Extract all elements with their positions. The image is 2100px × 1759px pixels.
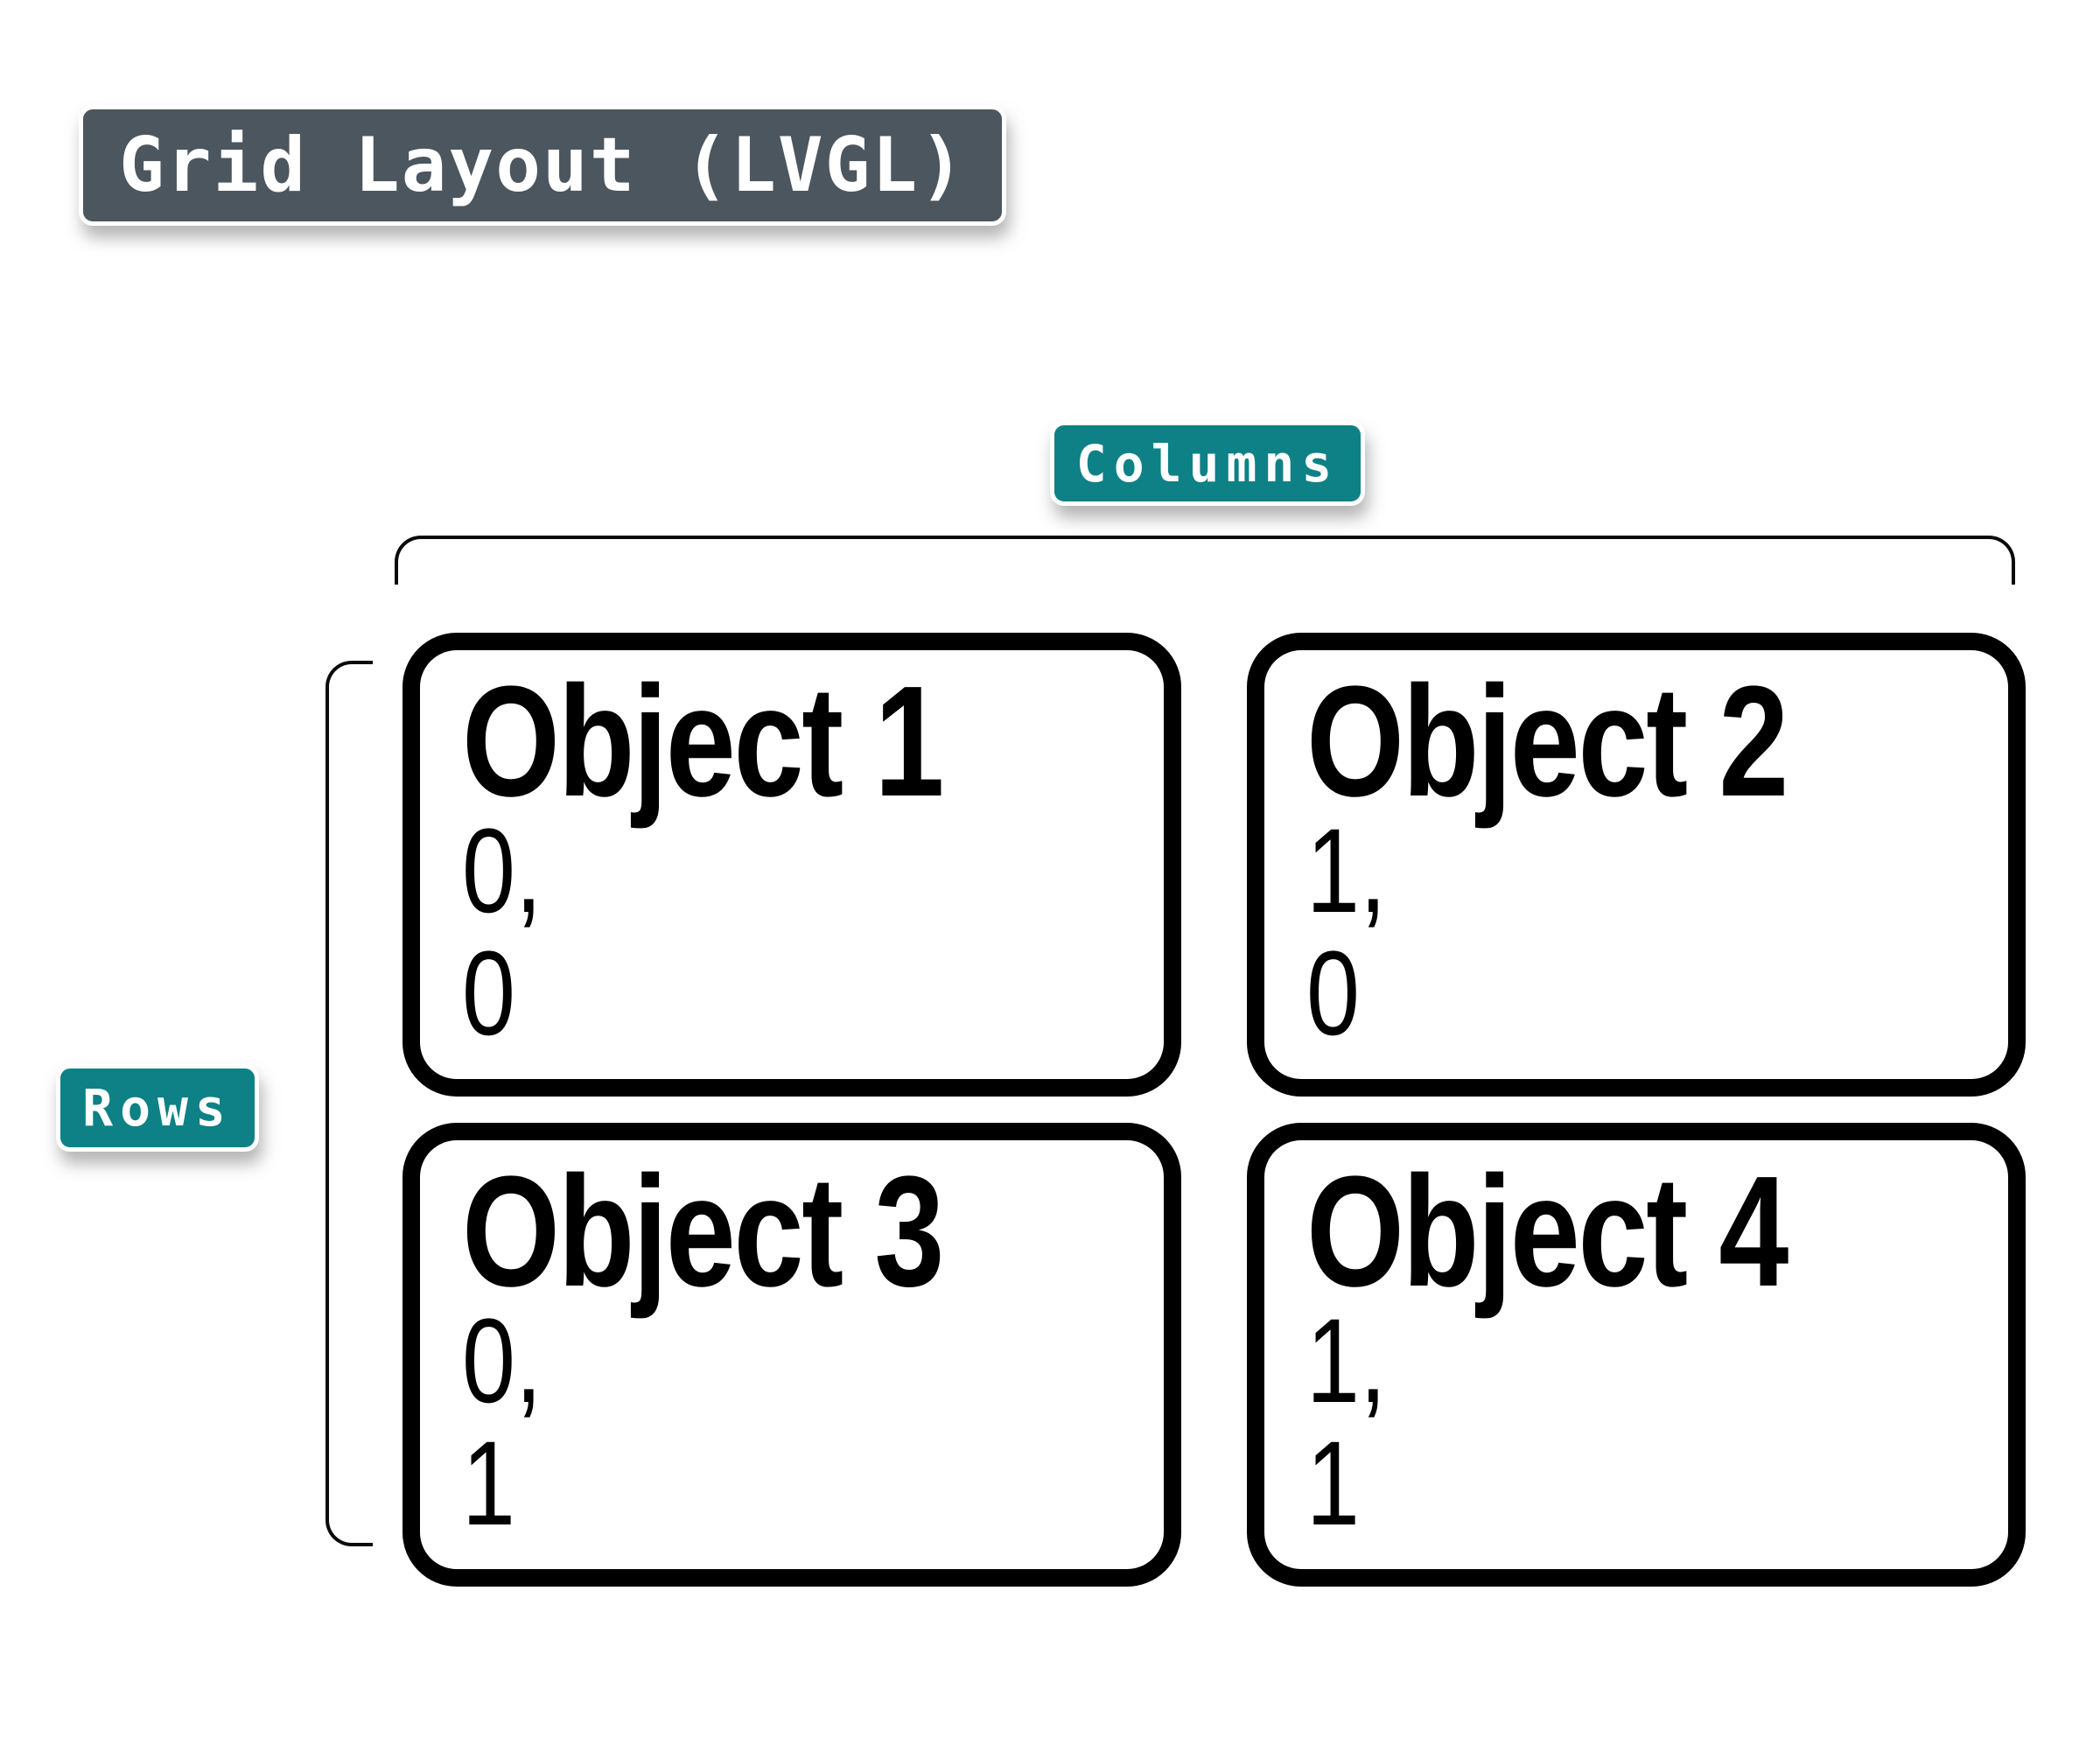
grid-cell-object-2: Object 2 1, 0	[1247, 633, 2026, 1097]
object-row-index: 1	[1306, 1417, 1360, 1552]
columns-label: Columns	[1075, 433, 1340, 494]
object-title: Object 3	[462, 1144, 944, 1320]
object-row-index: 0	[1306, 927, 1360, 1062]
object-col-index: 1,	[1306, 1294, 1387, 1429]
object-col-index: 0,	[462, 1294, 542, 1429]
diagram-title: Grid Layout (LVGL)	[119, 122, 966, 209]
object-col-index: 0,	[462, 804, 542, 939]
object-row-index: 0	[462, 927, 515, 1062]
object-row-index: 1	[462, 1417, 515, 1552]
object-col-index: 1,	[1306, 804, 1387, 939]
object-coordinates: 0, 0	[462, 810, 1146, 1055]
grid-cell-text: Object 1 0, 0	[462, 661, 1146, 1055]
columns-label-badge: Columns	[1050, 421, 1365, 506]
object-coordinates: 0, 1	[462, 1300, 1146, 1545]
object-coordinates: 1, 0	[1306, 810, 1991, 1055]
object-coordinates: 1, 1	[1306, 1300, 1991, 1545]
rows-bracket	[326, 661, 373, 1546]
grid-cell-object-1: Object 1 0, 0	[402, 633, 1181, 1097]
diagram-title-badge: Grid Layout (LVGL)	[79, 105, 1006, 226]
rows-label: Rows	[82, 1078, 233, 1138]
object-title: Object 1	[462, 654, 944, 830]
grid-cell-text: Object 4 1, 1	[1306, 1151, 1991, 1545]
grid-cell-object-3: Object 3 0, 1	[402, 1123, 1181, 1587]
object-title: Object 2	[1306, 654, 1788, 830]
object-title: Object 4	[1306, 1144, 1788, 1320]
grid-cell-object-4: Object 4 1, 1	[1247, 1123, 2026, 1587]
grid-cell-text: Object 3 0, 1	[462, 1151, 1146, 1545]
rows-label-badge: Rows	[56, 1064, 259, 1152]
columns-bracket	[395, 536, 2015, 585]
grid-cell-text: Object 2 1, 0	[1306, 661, 1991, 1055]
